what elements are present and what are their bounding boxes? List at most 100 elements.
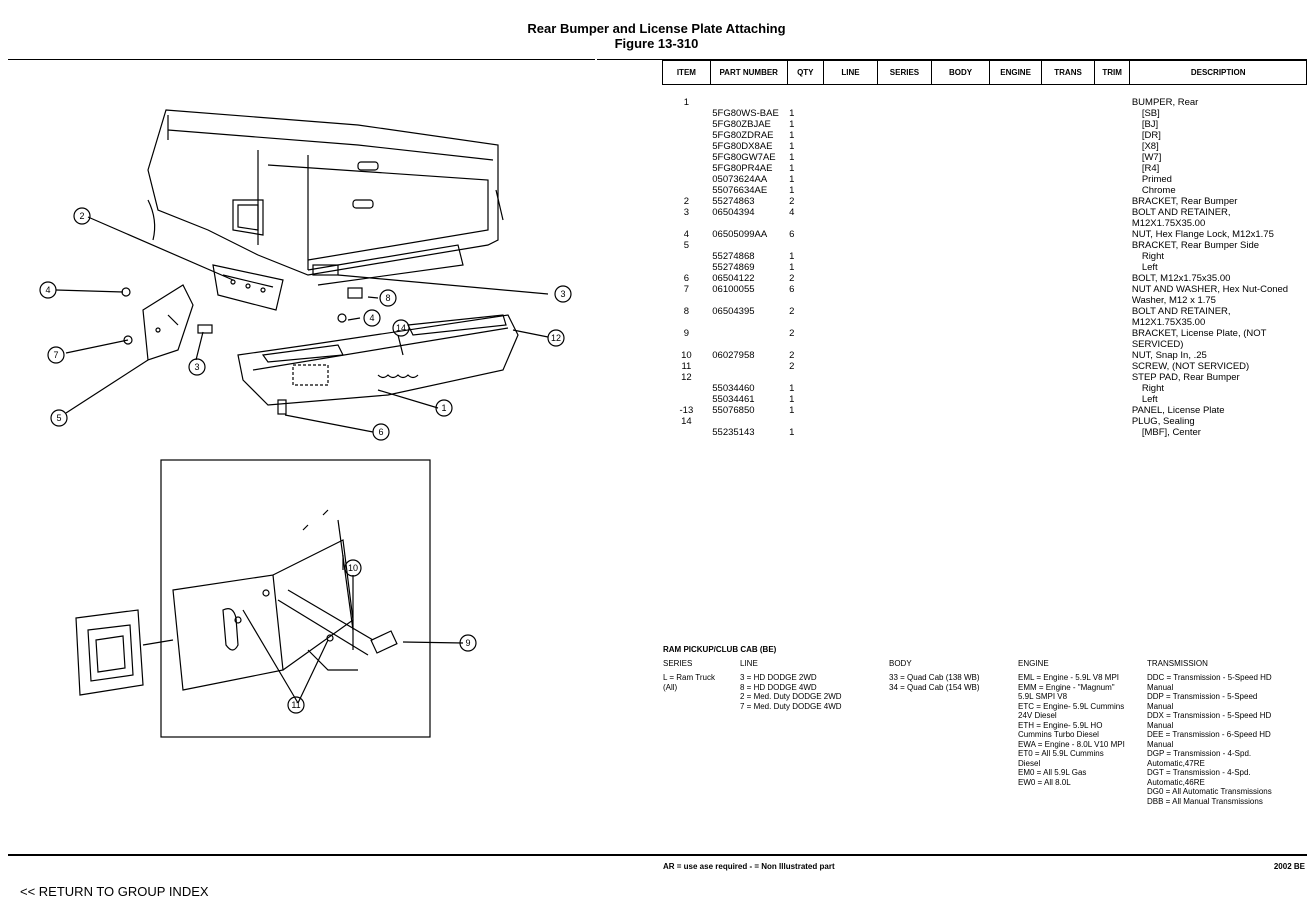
part-number-cell: 06504395 — [712, 306, 755, 317]
callout-label: 4 — [45, 285, 50, 295]
series-cell — [877, 416, 931, 427]
body-cell — [931, 130, 989, 141]
part-number-cell: 55034461 — [712, 394, 755, 405]
description-cell: PANEL, License Plate — [1131, 405, 1225, 416]
legend-line-body: 3 = HD DODGE 2WD 8 = HD DODGE 4WD 2 = Me… — [740, 673, 842, 711]
trans-cell — [1042, 229, 1095, 240]
series-cell — [877, 251, 931, 262]
nut-4-illustration — [121, 287, 131, 297]
qty-cell: 2 — [789, 306, 795, 317]
line-cell — [823, 284, 877, 306]
engine-cell — [990, 350, 1042, 361]
line-cell — [823, 108, 877, 119]
item-cell: 4 — [683, 229, 690, 240]
line-cell — [823, 152, 877, 163]
item-cell — [663, 185, 711, 196]
qty-cell: 1 — [789, 251, 795, 262]
callout-label: 1 — [441, 403, 446, 413]
engine-cell — [990, 119, 1042, 130]
bumper-illustration — [237, 314, 519, 406]
item-cell — [663, 174, 711, 185]
body-cell — [931, 284, 989, 306]
trim-cell — [1095, 163, 1130, 174]
qty-cell: 1 — [789, 394, 795, 405]
trans-cell — [1042, 185, 1095, 196]
trim-cell — [1095, 273, 1130, 284]
legend-engine-body: EML = Engine - 5.9L V8 MPI EMM = Engine … — [1018, 673, 1125, 787]
part-number-cell: 5FG80DX8AE — [712, 141, 773, 152]
legend-line-title: LINE — [740, 659, 758, 668]
part-number-cell: 05073624AA — [712, 174, 768, 185]
item-cell: 11 — [681, 361, 692, 372]
part-number-cell: 55274869 — [712, 262, 755, 273]
qty-cell: 1 — [789, 163, 795, 174]
line-cell — [823, 97, 877, 108]
item-cell: 12 — [681, 372, 692, 383]
body-cell — [931, 229, 989, 240]
line-cell — [823, 416, 877, 427]
col-header-part-number: PART NUMBER — [709, 60, 788, 85]
col-header-engine: ENGINE — [989, 60, 1043, 85]
trim-cell — [1095, 306, 1130, 328]
footer-year: 2002 BE — [1273, 862, 1305, 871]
engine-cell — [990, 251, 1042, 262]
legend-trans-body: DDC = Transmission - 5-Speed HD Manual D… — [1147, 673, 1272, 806]
trim-cell — [1095, 262, 1130, 273]
trans-cell — [1042, 284, 1095, 306]
engine-cell — [990, 141, 1042, 152]
item-cell: 8 — [683, 306, 690, 317]
item-cell — [663, 152, 711, 163]
trans-cell — [1042, 405, 1095, 416]
line-cell — [823, 196, 877, 207]
description-cell: BRACKET, License Plate, (NOT SERVICED) — [1131, 328, 1267, 350]
qty-cell: 1 — [789, 405, 795, 416]
trans-cell — [1042, 273, 1095, 284]
part-number-cell — [710, 372, 787, 383]
series-cell — [877, 229, 931, 240]
qty-cell: 1 — [789, 108, 795, 119]
callout-label: 14 — [396, 323, 406, 333]
body-cell — [931, 350, 989, 361]
part-number-cell: 06027958 — [712, 350, 755, 361]
engine-cell — [990, 328, 1042, 350]
trim-cell — [1095, 185, 1130, 196]
trans-cell — [1042, 196, 1095, 207]
return-to-group-index-link[interactable]: << RETURN TO GROUP INDEX — [20, 884, 209, 899]
qty-cell: 6 — [789, 284, 795, 295]
trim-cell — [1095, 251, 1130, 262]
series-cell — [877, 152, 931, 163]
trim-cell — [1095, 284, 1130, 306]
body-cell — [931, 196, 989, 207]
col-header-description: DESCRIPTION — [1129, 60, 1307, 85]
legend-body-body: 33 = Quad Cab (138 WB) 34 = Quad Cab (15… — [889, 673, 980, 692]
qty-cell: 2 — [789, 273, 795, 284]
body-cell — [931, 383, 989, 394]
description-cell: STEP PAD, Rear Bumper — [1131, 372, 1240, 383]
engine-cell — [990, 394, 1042, 405]
part-number-cell: 5FG80ZDRAE — [712, 130, 774, 141]
qty-cell: 1 — [789, 152, 795, 163]
body-cell — [931, 416, 989, 427]
trim-cell — [1095, 108, 1130, 119]
part-number-cell: 55274863 — [712, 196, 755, 207]
body-cell — [931, 119, 989, 130]
trim-cell — [1095, 394, 1130, 405]
description-cell: PLUG, Sealing — [1131, 416, 1195, 427]
trim-cell — [1095, 427, 1130, 438]
body-cell — [931, 141, 989, 152]
part-number-cell — [710, 361, 787, 372]
inset-frame — [160, 459, 431, 738]
description-cell: [SB] — [1141, 108, 1160, 119]
series-cell — [877, 361, 931, 372]
line-cell — [823, 306, 877, 328]
qty-cell: 1 — [789, 174, 795, 185]
